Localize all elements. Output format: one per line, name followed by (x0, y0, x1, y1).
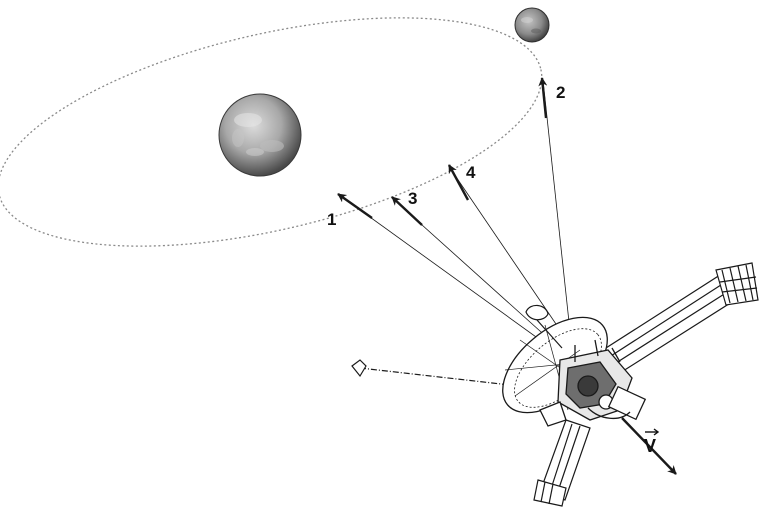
central-planet (219, 94, 301, 176)
arrow-3 (392, 197, 422, 225)
measurement-arrows (338, 78, 546, 225)
magnetometer-boom (352, 360, 510, 385)
orbiting-planet (515, 8, 549, 42)
rtg-boom-lower (534, 420, 590, 506)
arrow-label-3: 3 (408, 189, 417, 208)
velocity-label: V (644, 436, 656, 456)
velocity-label-group: V (644, 429, 658, 456)
arrow-label-2: 2 (556, 83, 565, 102)
spacecraft (352, 263, 758, 506)
arrow-2 (542, 78, 546, 118)
arrow-label-1: 1 (327, 210, 336, 229)
arrow-label-4: 4 (466, 163, 476, 182)
